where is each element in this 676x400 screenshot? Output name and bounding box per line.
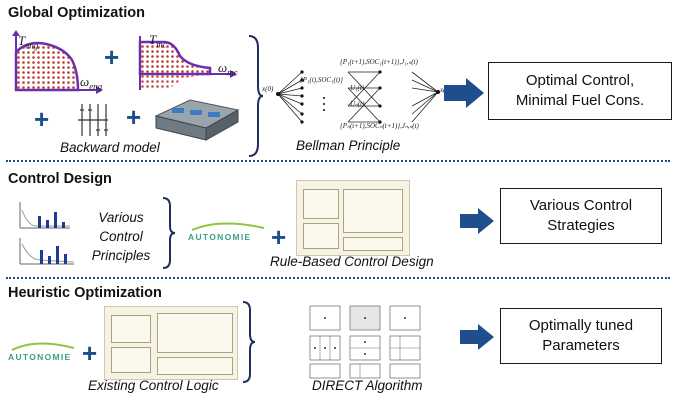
bellman-x0-label: x(0)	[262, 85, 274, 93]
plus-sign: +	[271, 222, 287, 252]
engine-speed-symbol: ω	[80, 74, 90, 89]
result-box-heuristic: Optimally tuned Parameters	[500, 308, 662, 364]
direct-algorithm-diagram	[309, 305, 421, 379]
autonomie-swoosh-icon	[191, 222, 265, 231]
control-principles-line1: Various	[98, 210, 144, 225]
bellman-state-label: {P₁(t),SOC₁(t)}	[300, 76, 343, 84]
engine-torque-symbol: T	[18, 33, 26, 48]
bracket-icon	[242, 301, 256, 383]
motor-speed-sub: mc	[227, 67, 238, 78]
result-box-control: Various Control Strategies	[500, 188, 662, 244]
direct-algorithm-label: DIRECT Algorithm	[312, 378, 423, 393]
section-divider	[6, 277, 670, 279]
screenshot-panel	[303, 189, 339, 219]
plus-sign: +	[82, 338, 98, 368]
motor-torque-label: Tmc	[149, 32, 167, 50]
engine-torque-label: Teng	[18, 33, 38, 51]
engine-torque-sub: eng	[25, 40, 39, 51]
bellman-un-label: Uₙ(t)	[350, 100, 365, 108]
plus-sign: +	[34, 104, 50, 134]
result-global-line2: Minimal Fuel Cons.	[515, 92, 645, 109]
existing-logic-label: Existing Control Logic	[88, 378, 219, 393]
bellman-bottom-label: {Pₙ(t+1),SOCₙ(t+1)},Jₙ,ₙ(t)	[340, 122, 419, 130]
engine-map-plot	[12, 30, 103, 94]
right-arrow-icon	[460, 208, 494, 234]
result-heuristic-line2: Parameters	[542, 337, 620, 354]
bellman-u1-label: U₁(t)	[350, 84, 365, 92]
autonomie-swoosh-icon	[11, 342, 75, 351]
bracket-icon	[248, 35, 264, 157]
right-arrow-icon	[460, 324, 494, 350]
section-title-heuristic: Heuristic Optimization	[8, 285, 162, 301]
section-title-global: Global Optimization	[8, 5, 145, 21]
screenshot-panel	[111, 347, 151, 373]
screenshot-panel	[343, 189, 403, 233]
section-divider	[6, 160, 670, 162]
bellman-network-diagram	[276, 70, 440, 124]
control-principles-label: Various Control Principles	[84, 208, 158, 265]
motor-speed-symbol: ω	[218, 60, 228, 75]
screenshot-panel	[303, 223, 339, 249]
plus-sign: +	[104, 42, 120, 72]
rule-based-label: Rule-Based Control Design	[270, 254, 434, 269]
screenshot-panel	[343, 237, 403, 251]
autonomie-logo: AUTONOMIE	[8, 352, 72, 362]
bellman-top-label: {P₁(t+1),SOC₁(t+1)},J₁,ₙ(t)	[340, 58, 418, 66]
right-arrow-icon	[444, 78, 484, 108]
existing-logic-screenshot	[104, 306, 238, 380]
result-control-line1: Various Control	[529, 197, 633, 214]
plus-sign: +	[126, 102, 142, 132]
result-heuristic-line1: Optimally tuned	[528, 317, 634, 334]
control-principles-line3: Principles	[91, 248, 151, 263]
result-box-global: Optimal Control, Minimal Fuel Cons.	[488, 62, 672, 120]
control-principles-line2: Control	[99, 229, 143, 244]
screenshot-panel	[157, 357, 233, 375]
motor-speed-label: ωmc	[218, 60, 238, 78]
screenshot-panel	[111, 315, 151, 343]
rule-based-screenshot	[296, 180, 410, 256]
autonomie-logo: AUTONOMIE	[188, 232, 252, 242]
engine-speed-sub: eng	[89, 81, 103, 92]
bellman-principle-label: Bellman Principle	[296, 138, 401, 153]
result-global-line1: Optimal Control,	[525, 72, 635, 89]
bracket-icon	[162, 197, 176, 269]
screenshot-panel	[157, 313, 233, 353]
engine-speed-label: ωeng	[80, 74, 102, 92]
gearbox-icon	[78, 104, 108, 136]
motor-torque-symbol: T	[149, 32, 157, 47]
control-signal-plot	[19, 238, 75, 265]
battery-pack-icon	[154, 99, 240, 141]
backward-model-label: Backward model	[60, 140, 160, 155]
motor-map-plot	[138, 36, 237, 90]
result-control-line2: Strategies	[547, 217, 615, 234]
motor-torque-sub: mc	[156, 39, 167, 50]
control-signal-plot	[19, 202, 70, 229]
section-title-control: Control Design	[8, 171, 112, 187]
